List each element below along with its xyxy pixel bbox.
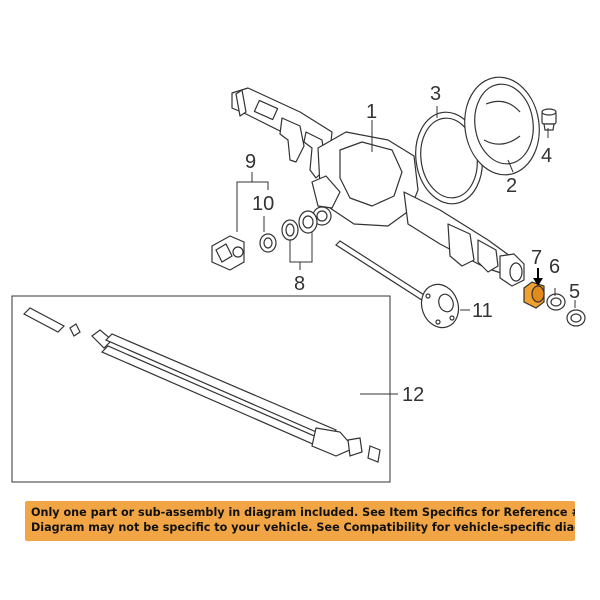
disclaimer-banner: Only one part or sub-assembly in diagram…: [25, 501, 575, 541]
callout-1: 1: [366, 101, 377, 123]
callout-9: 9: [245, 151, 256, 173]
pinion-yoke[interactable]: [211, 235, 245, 271]
callout-4: 4: [541, 145, 552, 167]
pinion-seal[interactable]: [259, 233, 277, 253]
callout-10: 10: [252, 193, 274, 215]
disclaimer-line-1: Only one part or sub-assembly in diagram…: [31, 506, 575, 519]
disclaimer-line-2: Diagram may not be specific to your vehi…: [31, 521, 575, 534]
callout-lines: [236, 106, 576, 395]
fill-plug[interactable]: [541, 108, 557, 131]
callout-12: 12: [402, 384, 424, 406]
axle-bearing-highlighted[interactable]: [523, 281, 545, 309]
callout-11: 11: [472, 300, 493, 322]
callout-6: 6: [549, 256, 560, 278]
axle-housing[interactable]: [231, 87, 525, 287]
pinion-bearings[interactable]: [281, 210, 318, 241]
drive-shaft-group-box: [11, 295, 391, 483]
callout-3: 3: [430, 83, 441, 105]
differential-cover[interactable]: [459, 72, 546, 179]
callout-7-arrow: [533, 268, 543, 286]
callout-8: 8: [294, 273, 305, 295]
callout-2: 2: [506, 175, 517, 197]
axle-shaft[interactable]: [335, 240, 464, 333]
callout-5: 5: [569, 281, 580, 303]
drive-shaft[interactable]: [23, 307, 381, 463]
axle-seal[interactable]: [546, 293, 566, 311]
outer-seal[interactable]: [566, 309, 586, 327]
callout-7: 7: [531, 247, 542, 269]
